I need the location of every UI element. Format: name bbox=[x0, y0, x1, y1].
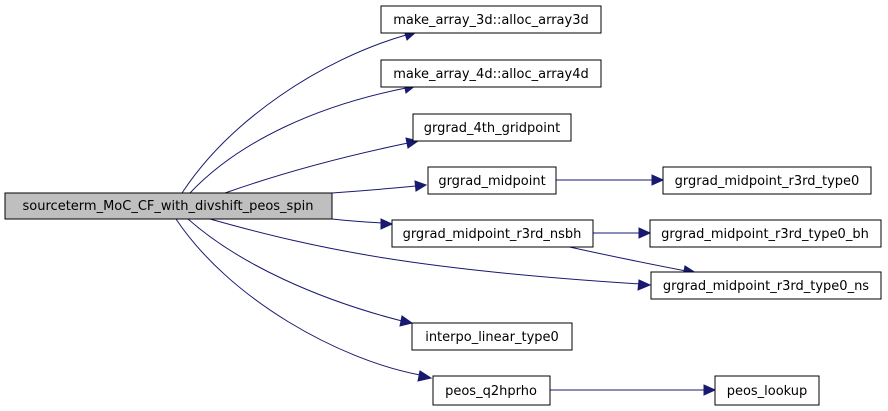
node-label-interpo-linear-type0: interpo_linear_type0 bbox=[425, 330, 559, 345]
edge-root-to-grgrad-4th-gridpoint bbox=[224, 137, 420, 194]
node-grgrad-midpoint[interactable]: grgrad_midpoint bbox=[427, 166, 557, 195]
node-peos-q2hprho[interactable]: peos_q2hprho bbox=[432, 375, 551, 406]
node-label-peos-q2hprho: peos_q2hprho bbox=[445, 384, 537, 399]
nodes-layer: sourceterm_MoC_CF_with_divshift_peos_spi… bbox=[4, 5, 882, 406]
edge-root-to-peos-q2hprho bbox=[175, 218, 433, 382]
node-label-peos-lookup: peos_lookup bbox=[727, 384, 808, 399]
node-label-root: sourceterm_MoC_CF_with_divshift_peos_spi… bbox=[23, 199, 314, 214]
node-peos-lookup[interactable]: peos_lookup bbox=[714, 375, 820, 406]
edge-peos-q2hprho-to-peos-lookup bbox=[550, 384, 717, 396]
node-label-alloc-array4d: make_array_4d::alloc_array4d bbox=[393, 67, 588, 82]
node-grgrad-midpoint-r3rd-type0-bh[interactable]: grgrad_midpoint_r3rd_type0_bh bbox=[649, 219, 882, 248]
edge-r3rd-nsbh-to-type0-bh bbox=[593, 227, 652, 239]
node-grgrad-midpoint-r3rd-type0-ns[interactable]: grgrad_midpoint_r3rd_type0_ns bbox=[650, 271, 882, 300]
node-label-grgrad-midpoint-r3rd-type0-ns: grgrad_midpoint_r3rd_type0_ns bbox=[663, 279, 869, 294]
node-grgrad-4th-gridpoint[interactable]: grgrad_4th_gridpoint bbox=[412, 113, 572, 142]
edge-root-to-grgrad-midpoint-r3rd-nsbh bbox=[331, 218, 394, 230]
node-grgrad-midpoint-r3rd-type0[interactable]: grgrad_midpoint_r3rd_type0 bbox=[662, 166, 872, 195]
edge-root-to-alloc-array4d bbox=[189, 82, 418, 194]
node-label-alloc-array3d: make_array_3d::alloc_array3d bbox=[393, 13, 588, 28]
node-grgrad-midpoint-r3rd-nsbh[interactable]: grgrad_midpoint_r3rd_nsbh bbox=[391, 219, 594, 248]
node-sourceterm-root[interactable]: sourceterm_MoC_CF_with_divshift_peos_spi… bbox=[4, 192, 333, 220]
edge-root-to-grgrad-midpoint bbox=[331, 180, 428, 194]
node-label-grgrad-4th-gridpoint: grgrad_4th_gridpoint bbox=[424, 121, 560, 136]
edge-root-to-interpo-linear-type0 bbox=[187, 218, 414, 327]
node-alloc-array3d[interactable]: make_array_3d::alloc_array3d bbox=[380, 5, 602, 34]
node-alloc-array4d[interactable]: make_array_4d::alloc_array4d bbox=[380, 59, 602, 88]
node-label-grgrad-midpoint-r3rd-type0-bh: grgrad_midpoint_r3rd_type0_bh bbox=[661, 227, 869, 242]
edge-grgrad-midpoint-to-r3rd-type0 bbox=[556, 174, 665, 186]
node-label-grgrad-midpoint-r3rd-type0: grgrad_midpoint_r3rd_type0 bbox=[675, 174, 860, 189]
edge-root-to-grgrad-midpoint-r3rd-type0-ns bbox=[209, 218, 652, 291]
node-interpo-linear-type0[interactable]: interpo_linear_type0 bbox=[411, 322, 573, 351]
node-label-grgrad-midpoint: grgrad_midpoint bbox=[438, 174, 545, 189]
node-label-grgrad-midpoint-r3rd-nsbh: grgrad_midpoint_r3rd_nsbh bbox=[403, 227, 582, 242]
